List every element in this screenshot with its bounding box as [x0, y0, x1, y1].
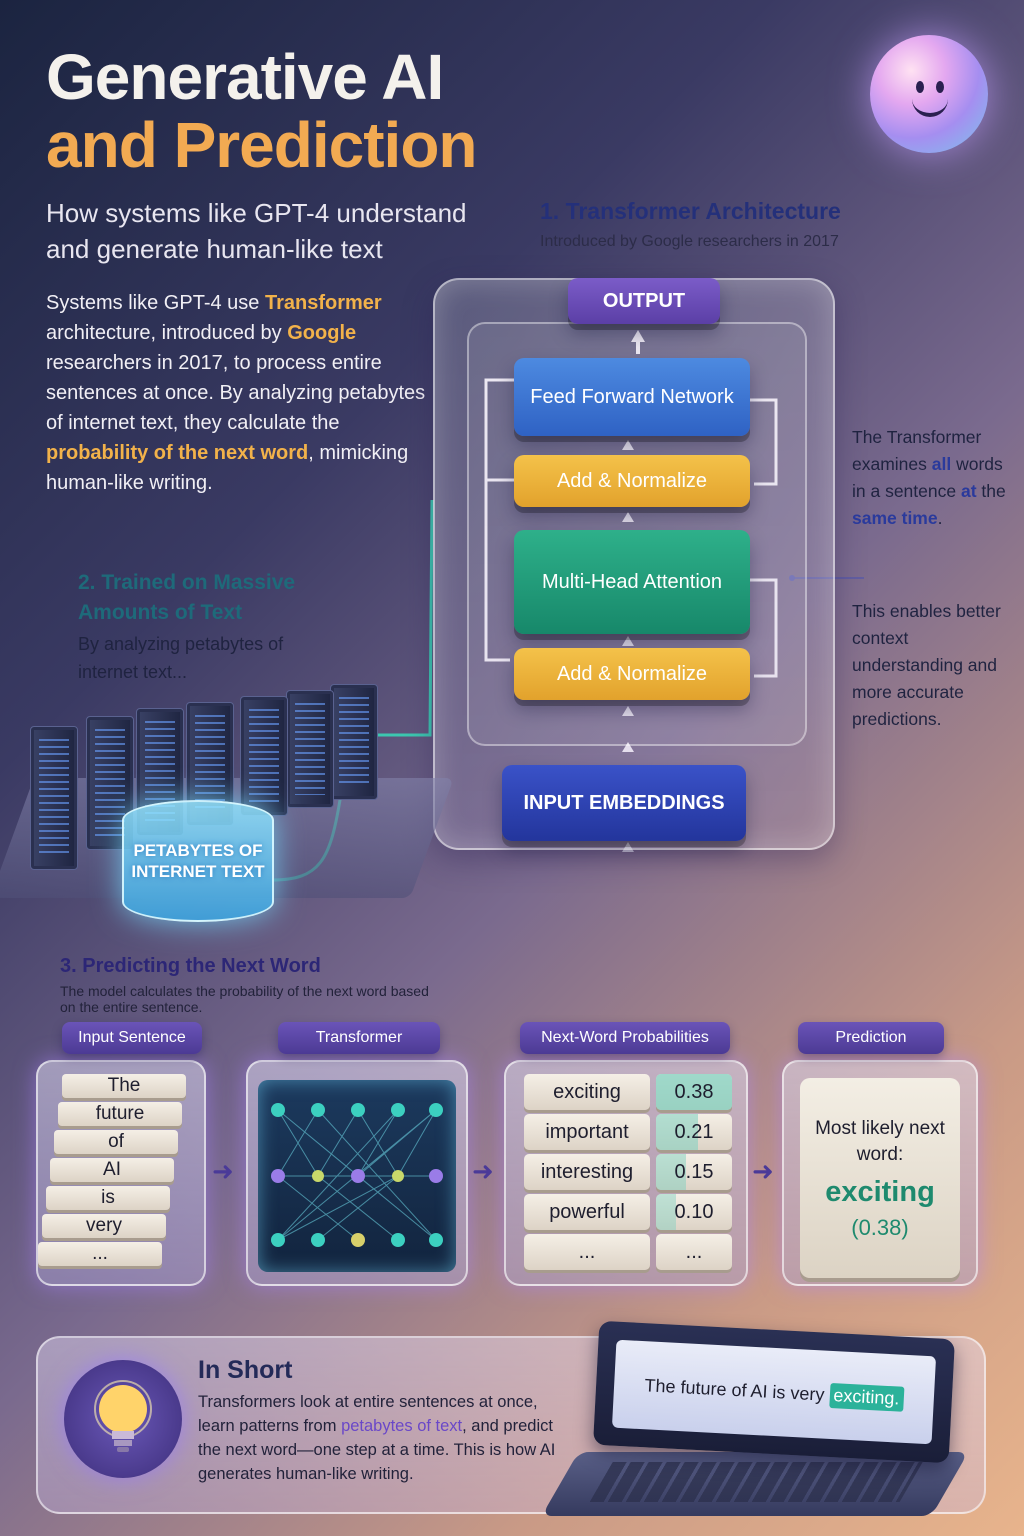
- section3-title: 3. Predicting the Next Word: [60, 955, 321, 977]
- flow-arrow-icon: ➜: [212, 1156, 234, 1186]
- page-title-line2: and Prediction: [46, 109, 477, 181]
- input-word: is: [46, 1186, 170, 1210]
- smiley-orb-icon: [870, 35, 988, 153]
- in-short-text: Transformers look at entire sentences at…: [198, 1393, 556, 1483]
- add-normalize-bottom-block: Add & Normalize: [514, 648, 750, 700]
- intro-paragraph: Systems like GPT-4 use Transformer archi…: [46, 292, 426, 494]
- probability-value-cell: 0.38: [656, 1074, 732, 1110]
- probability-word-cell: interesting: [524, 1154, 650, 1190]
- section1-title: 1. Transformer Architecture: [540, 198, 841, 224]
- laptop-keyboard-icon: [541, 1452, 969, 1516]
- flow-arrow-icon: ➜: [752, 1156, 774, 1186]
- server-rack-icon: [330, 684, 378, 800]
- neural-network-graph: [271, 1103, 443, 1247]
- page-subtitle: How systems like GPT-4 understand and ge…: [46, 198, 467, 264]
- page-title-line1: Generative AI: [46, 41, 444, 113]
- section2-subtitle: By analyzing petabytes of internet text.…: [78, 634, 284, 682]
- in-short-title: In Short: [198, 1356, 293, 1384]
- probability-word-cell: exciting: [524, 1074, 650, 1110]
- lightbulb-icon: [64, 1360, 182, 1478]
- probability-value-cell: 0.21: [656, 1114, 732, 1150]
- probability-word-cell: ...: [524, 1234, 650, 1270]
- predicted-word: exciting: [825, 1175, 935, 1208]
- prediction-caption: Most likely next word:: [815, 1117, 945, 1165]
- input-word: future: [58, 1102, 182, 1126]
- probability-value-cell: 0.10: [656, 1194, 732, 1230]
- add-normalize-top-block: Add & Normalize: [514, 455, 750, 507]
- context-note: This enables better context understandin…: [852, 601, 1001, 729]
- input-word: AI: [50, 1158, 174, 1182]
- input-word: very: [42, 1214, 166, 1238]
- prediction-label: Prediction: [798, 1022, 944, 1054]
- probability-word-cell: powerful: [524, 1194, 650, 1230]
- input-word: of: [54, 1130, 178, 1154]
- input-word: The: [62, 1074, 186, 1098]
- multi-head-attention-block: Multi-Head Attention: [514, 530, 750, 634]
- section1-subtitle: Introduced by Google researchers in 2017: [540, 233, 839, 250]
- probability-value: 0.38: [674, 1080, 714, 1103]
- completion-highlight: exciting.: [828, 1382, 905, 1412]
- input-embeddings-block: INPUT EMBEDDINGS: [502, 765, 746, 841]
- section2-title: 2. Trained on Massive Amounts of Text: [78, 571, 296, 624]
- probability-word-cell: important: [524, 1114, 650, 1150]
- transformer-note: The Transformer examines all words in a …: [852, 427, 1006, 528]
- probability-bar: [656, 1074, 732, 1110]
- lightbulb-glyph: [94, 1380, 152, 1452]
- section3-subtitle: The model calculates the probability of …: [60, 983, 429, 1015]
- flow-arrow-icon: ➜: [472, 1156, 494, 1186]
- prediction-card: Most likely next word: exciting (0.38): [800, 1078, 960, 1278]
- network-nodes: [271, 1103, 443, 1247]
- datastore-label: PETABYTES OF INTERNET TEXT: [131, 841, 265, 881]
- probability-bar: [656, 1154, 686, 1190]
- server-rack-icon: [30, 726, 78, 870]
- probability-value: 0.21: [674, 1120, 714, 1143]
- probability-value: ...: [685, 1240, 703, 1263]
- probability-value-cell: ...: [656, 1234, 732, 1270]
- probability-bar: [656, 1194, 676, 1230]
- input-word: ...: [38, 1242, 162, 1266]
- feed-forward-block: Feed Forward Network: [514, 358, 750, 436]
- probability-value: 0.15: [674, 1160, 714, 1183]
- neural-network-icon: [258, 1080, 456, 1272]
- output-block: OUTPUT: [568, 278, 720, 324]
- probabilities-label: Next-Word Probabilities: [520, 1022, 730, 1054]
- probability-bar: [656, 1114, 698, 1150]
- server-rack-icon: [240, 696, 288, 816]
- server-rack-icon: [286, 690, 334, 808]
- probability-value-cell: 0.15: [656, 1154, 732, 1190]
- transformer-label: Transformer: [278, 1022, 440, 1054]
- predicted-probability: (0.38): [851, 1214, 909, 1240]
- input-sentence-label: Input Sentence: [62, 1022, 202, 1054]
- petabytes-datastore-icon: PETABYTES OF INTERNET TEXT: [122, 800, 274, 922]
- probability-value: 0.10: [674, 1200, 714, 1223]
